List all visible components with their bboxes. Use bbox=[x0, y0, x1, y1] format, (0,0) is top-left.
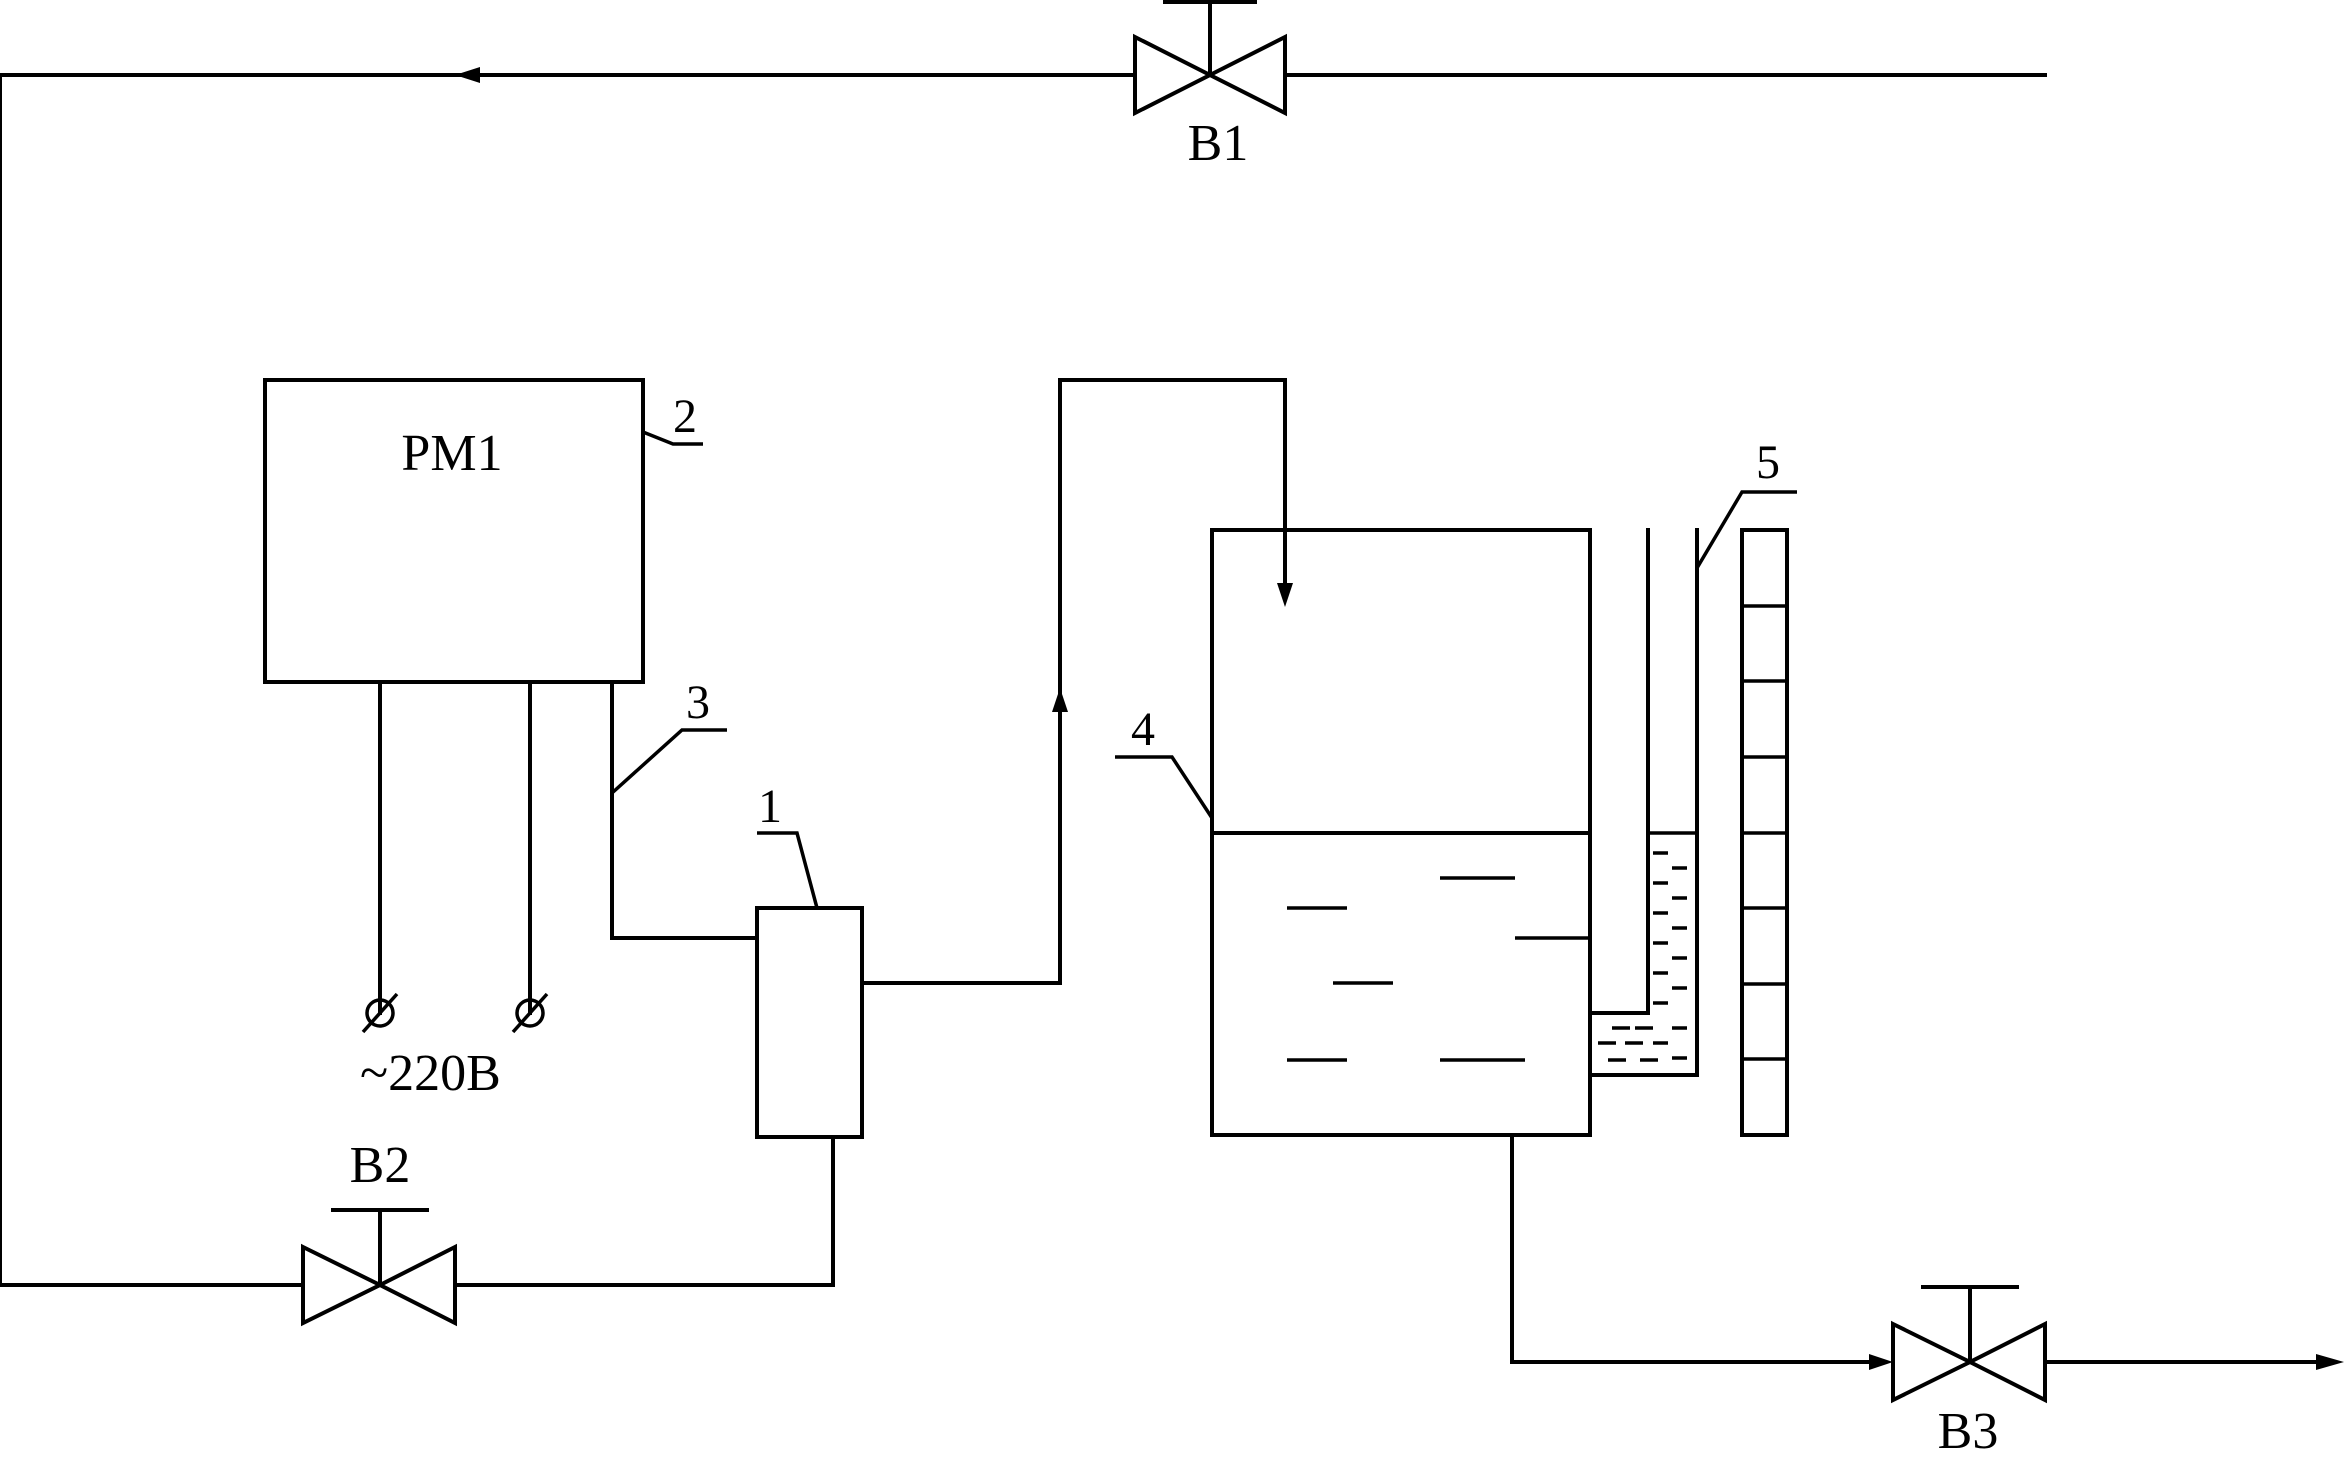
power-supply: ~220B bbox=[360, 680, 549, 1102]
callout-1: 1 bbox=[757, 780, 819, 909]
feed-pipeline bbox=[860, 378, 1293, 985]
controller-pm1: PM1 bbox=[263, 378, 645, 684]
callout-3-label: 3 bbox=[686, 676, 710, 729]
valve-icon bbox=[1133, 33, 1215, 117]
callout-1-label: 1 bbox=[758, 780, 782, 833]
power-label: ~220B bbox=[360, 1045, 501, 1102]
valve-icon bbox=[301, 1243, 385, 1327]
valve-icon bbox=[1205, 33, 1287, 117]
signal-line-3 bbox=[610, 680, 759, 940]
arrow-icon bbox=[1869, 1354, 1893, 1370]
callout-2-label: 2 bbox=[673, 390, 697, 443]
callout-5-label: 5 bbox=[1756, 436, 1780, 489]
valve-icon bbox=[1891, 1320, 1975, 1404]
tank-4 bbox=[1210, 528, 1592, 1137]
flow-arrow-icon bbox=[455, 67, 480, 83]
valve-b1[interactable]: B1 bbox=[1133, 0, 1287, 172]
device-1 bbox=[755, 906, 864, 1139]
terminal-icon bbox=[511, 992, 549, 1034]
level-tube-5 bbox=[1588, 528, 1699, 1077]
arrow-icon bbox=[2316, 1354, 2344, 1370]
valve-icon bbox=[1965, 1320, 2047, 1404]
callout-5: 5 bbox=[1695, 436, 1797, 569]
valve-b3-label: B3 bbox=[1938, 1403, 1999, 1460]
terminal-icon bbox=[361, 992, 399, 1034]
callout-2: 2 bbox=[642, 390, 703, 446]
top-pipeline bbox=[0, 67, 2047, 1287]
arrow-icon bbox=[1052, 688, 1068, 712]
level-scale bbox=[1740, 528, 1789, 1137]
outlet-pipeline bbox=[1510, 1133, 2344, 1370]
valve-b2-label: B2 bbox=[350, 1137, 411, 1194]
callout-4: 4 bbox=[1115, 703, 1214, 819]
callout-3: 3 bbox=[610, 676, 727, 795]
arrow-icon bbox=[1277, 583, 1293, 607]
valve-b1-label: B1 bbox=[1188, 115, 1249, 172]
controller-label: PM1 bbox=[401, 425, 502, 482]
bottom-left-pipeline bbox=[453, 1135, 835, 1287]
callout-4-label: 4 bbox=[1131, 703, 1155, 756]
valve-b3[interactable]: B3 bbox=[1891, 1285, 2047, 1460]
valve-b2[interactable]: B2 bbox=[301, 1137, 457, 1327]
tube-liquid-marks bbox=[1598, 851, 1687, 1062]
liquid-marks bbox=[1287, 876, 1590, 1062]
valve-icon bbox=[375, 1243, 457, 1327]
